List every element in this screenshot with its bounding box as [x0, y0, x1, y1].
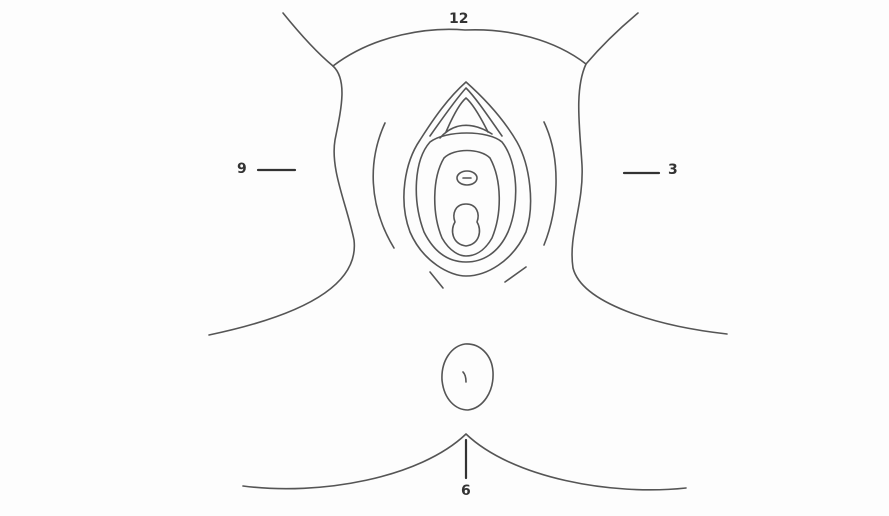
- upper-left-branch: [283, 13, 333, 66]
- right-lower-stroke: [505, 267, 526, 282]
- upper-right-branch: [586, 13, 638, 64]
- left-outer-contour: [209, 66, 354, 335]
- anus-outline: [442, 344, 493, 410]
- label-6-oclock: 6: [461, 484, 471, 498]
- labia-inner-contour: [416, 133, 515, 262]
- label-9-oclock: 9: [237, 162, 247, 176]
- anus-center: [463, 372, 466, 382]
- hood-inner-contour: [446, 98, 488, 132]
- hood-contour: [430, 88, 502, 136]
- left-outer-labial-curve: [373, 123, 394, 248]
- right-outer-contour: [572, 64, 727, 334]
- lower-gluteal-curve: [243, 434, 686, 490]
- left-lower-stroke: [430, 272, 443, 288]
- labia-outer-contour: [404, 82, 531, 276]
- upper-arc: [333, 29, 586, 66]
- label-12-oclock: 12: [449, 12, 468, 26]
- right-outer-labial-curve: [544, 122, 556, 245]
- label-3-oclock: 3: [668, 163, 678, 177]
- vaginal-opening: [453, 204, 480, 246]
